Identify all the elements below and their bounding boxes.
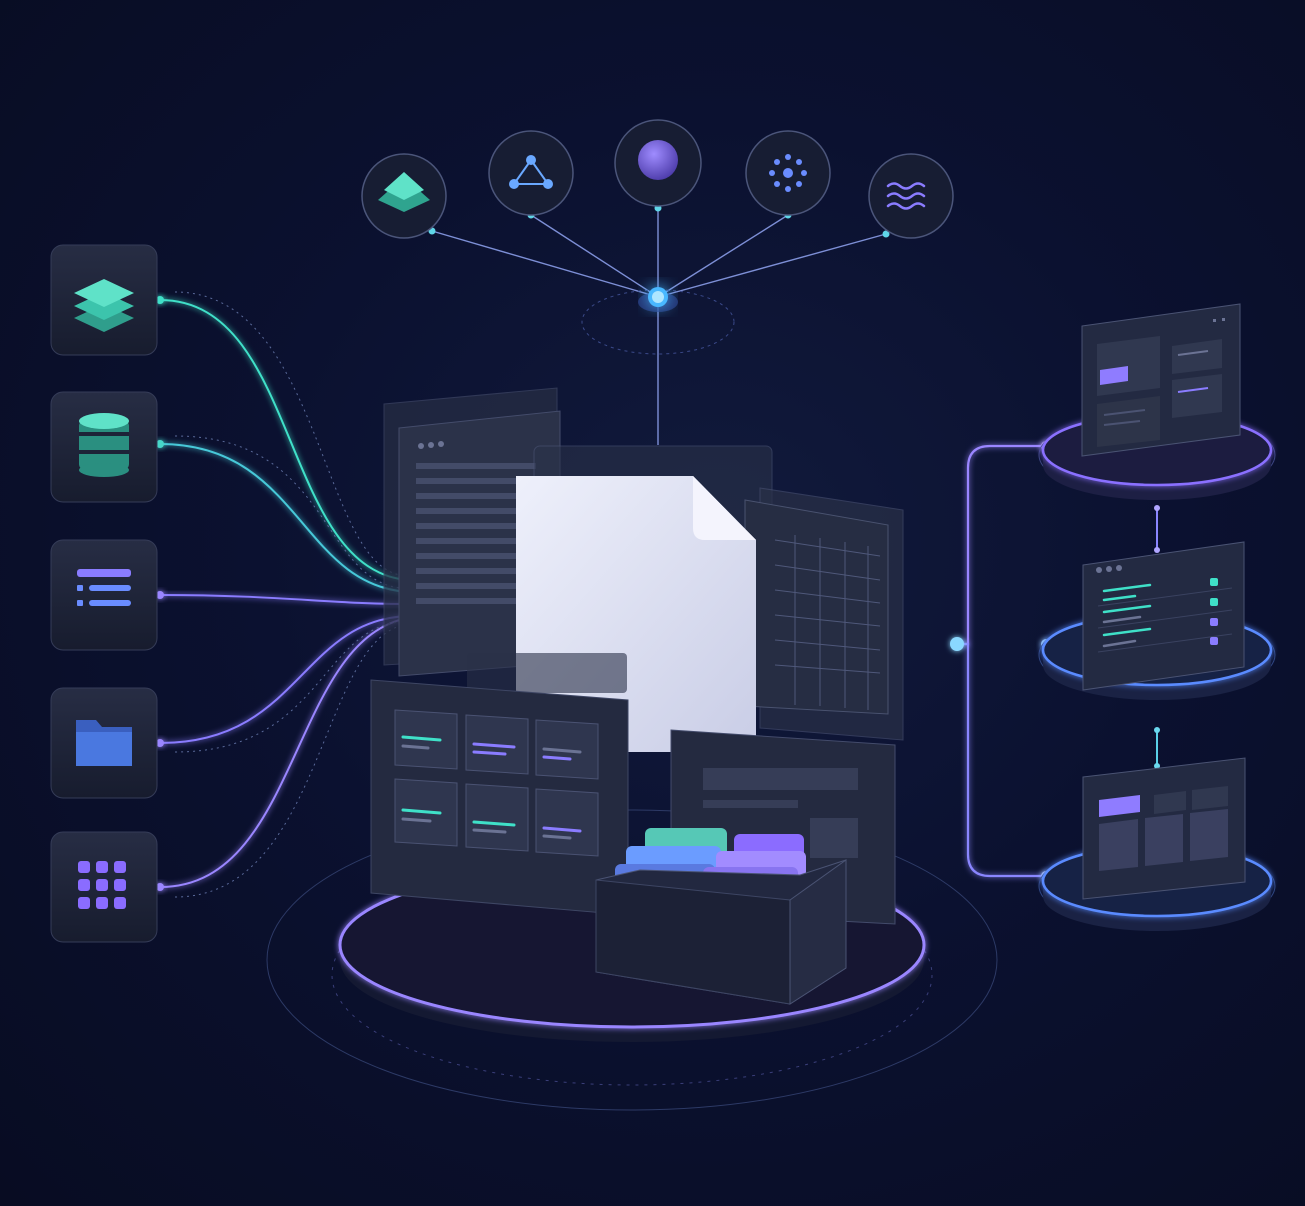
spreadsheet-panel (744, 487, 904, 741)
file-box (595, 828, 847, 1005)
card-grid-panel (370, 653, 629, 916)
layers-icon (74, 279, 134, 332)
tool-graph[interactable] (488, 130, 574, 216)
dashboard-icon (1081, 303, 1241, 457)
source-tile-layers[interactable] (50, 244, 158, 356)
tool-waves[interactable] (868, 153, 954, 239)
apps-grid-icon (78, 861, 126, 909)
database-icon (79, 413, 129, 477)
output-list-view[interactable] (1038, 541, 1276, 700)
tool-sphere[interactable] (614, 119, 702, 207)
radial-cluster-icon (769, 154, 807, 192)
card-grid-icon (1082, 757, 1246, 900)
hub-node (581, 287, 735, 355)
tool-connectors (431, 208, 887, 445)
sphere-icon (638, 140, 678, 180)
source-tile-folder[interactable] (50, 687, 158, 799)
output-connectors (888, 444, 1158, 878)
folder-icon (76, 720, 132, 766)
source-tile-list[interactable] (50, 539, 158, 651)
tool-cluster[interactable] (745, 130, 831, 216)
stack-pyramid-icon (378, 172, 430, 212)
list-icon (77, 569, 131, 606)
source-tile-apps[interactable] (50, 831, 158, 943)
output-dashboard-top[interactable] (1038, 303, 1276, 500)
output-card-grid[interactable] (1038, 757, 1276, 931)
tool-stack[interactable] (361, 153, 447, 239)
source-tile-database[interactable] (50, 391, 158, 503)
source-connectors (159, 291, 409, 898)
waves-icon (886, 182, 926, 210)
list-view-icon (1082, 541, 1245, 691)
tool-connector-dots (428, 204, 890, 238)
network-graph-icon (509, 155, 553, 189)
